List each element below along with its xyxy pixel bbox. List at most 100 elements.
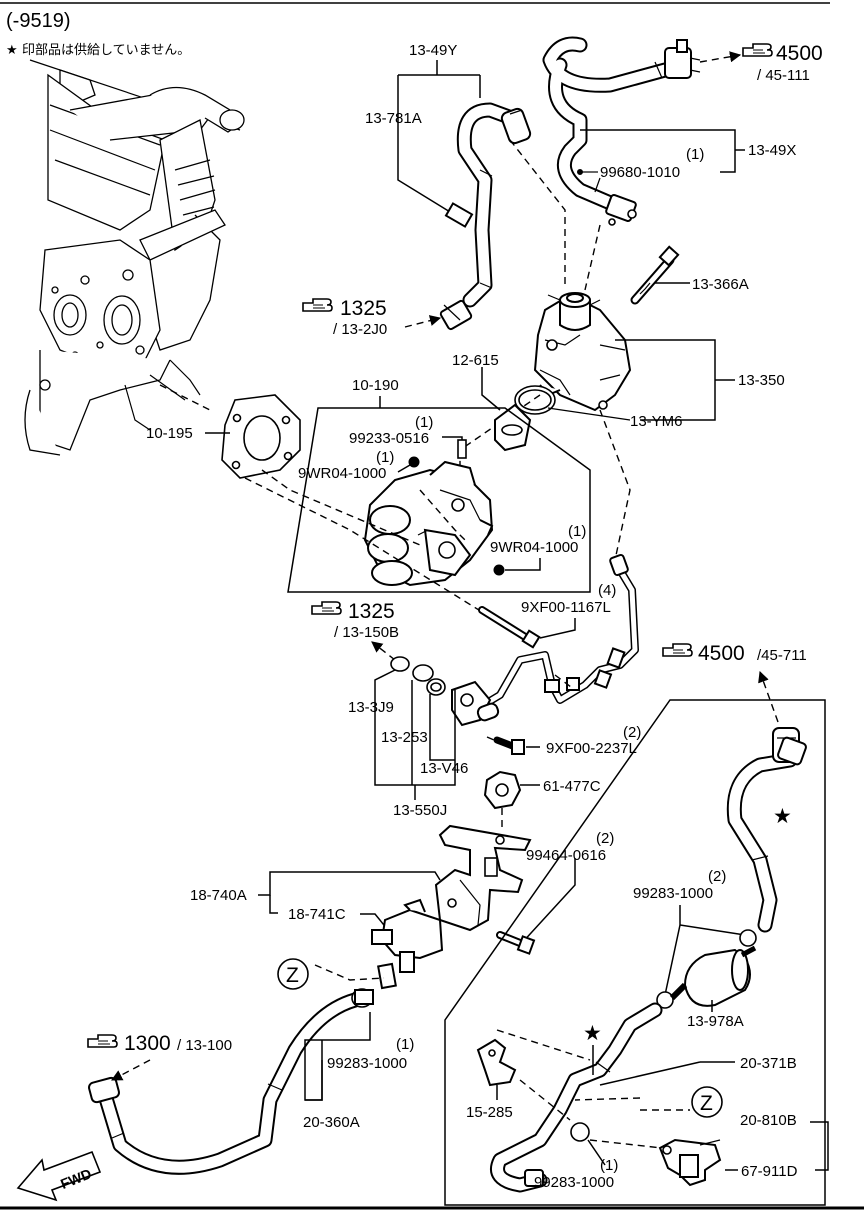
label-18-741C: 18-741C [288,906,346,923]
ref-4500-top-sub: / 45-111 [757,67,810,84]
qty-9WR04-b: (1) [568,523,586,540]
label-99680-1010: 99680-1010 [600,164,680,181]
bracket-18-740A [434,824,532,932]
fuel-filter-13-978A [669,945,757,1007]
note-star: ★ [6,43,18,58]
bolt-9XF00-2237L [493,736,525,755]
distributor-housing [363,460,494,587]
qty-99283-left: (1) [396,1036,414,1053]
qty-9WR04-a: (1) [376,449,394,466]
hose-20-360A [88,988,374,1175]
label-10-190: 10-190 [352,377,399,394]
qty-9XF00-2237L: (2) [623,724,641,741]
z-callout-right: Z [574,1086,723,1118]
ref-4500-right-sub: /45-711 [757,647,807,664]
ref-4500-right-num: 4500 [698,642,745,665]
ref-1325-top: 1325 / 13-2J0 [302,297,442,338]
circle-letter-icon [277,958,309,990]
star-a: ★ [773,805,792,828]
qty-99233: (1) [415,414,433,431]
pointing-hand-icon [742,43,773,57]
pointing-hand-icon [302,298,333,312]
hose-13-49Y [439,102,532,331]
label-13-49X: 13-49X [748,142,796,159]
pointing-hand-icon [662,643,693,657]
hose-lower-panel [490,1002,663,1193]
label-13-781A: 13-781A [365,110,422,127]
label-99233-0516: 99233-0516 [349,430,429,447]
qty-99283-bottom: (1) [600,1157,618,1174]
label-9XF00-2237L: 9XF00-2237L [546,740,637,757]
hose-upper-right [726,727,807,933]
label-13-253: 13-253 [381,729,428,746]
ref-1325-top-sub: / 13-2J0 [333,321,387,338]
solenoid-18-741C [371,898,444,990]
ref-1325-mid-sub: / 13-150B [334,624,399,641]
label-20-810B: 20-810B [740,1112,797,1129]
label-67-911D: 67-911D [741,1163,798,1180]
label-99283-1000-top: 99283-1000 [633,885,713,902]
label-10-195: 10-195 [146,425,193,442]
label-13-49Y: 13-49Y [409,42,457,59]
label-20-371B: 20-371B [740,1055,797,1072]
label-9XF00-1167L: 9XF00-1167L [521,599,611,616]
svg-text:Z: Z [286,964,299,987]
qty-99283-top: (2) [708,868,726,885]
star-b: ★ [583,1022,602,1045]
qty-99464: (2) [596,830,614,847]
forward-arrow-icon: FWD [16,1150,102,1202]
label-99283-1000-left: 99283-1000 [327,1055,407,1072]
label-13-V46: 13-V46 [420,760,468,777]
washer-13-3J9 [390,656,410,672]
label-13-YM6: 13-YM6 [630,413,683,430]
ref-1300: 1300 / 13-100 [87,1032,232,1081]
label-13-366A: 13-366A [692,276,749,293]
label-13-350: 13-350 [738,372,785,389]
label-13-550J: 13-550J [393,802,447,819]
label-20-360A: 20-360A [303,1114,360,1131]
note-text: 印部品は供給していません。 [22,43,190,58]
o-ring-13-253 [412,664,434,682]
ref-4500-top-num: 4500 [776,42,823,65]
ref-1325-mid-num: 1325 [348,600,395,623]
fuel-pipe [451,553,639,727]
label-9WR04-1000-a: 9WR04-1000 [298,465,386,482]
qty-9XF00-1167L: (4) [598,582,616,599]
pump-13-350 [533,292,632,412]
label-18-740A: 18-740A [190,887,247,904]
hose-13-49X [542,36,701,226]
pointing-hand-icon [311,601,342,615]
label-13-978A: 13-978A [687,1013,744,1030]
label-12-615: 12-615 [452,352,499,369]
clip-61-477C [483,770,522,810]
label-13-3J9: 13-3J9 [348,699,394,716]
svg-text:Z: Z [700,1092,713,1115]
label-9WR04-1000-b: 9WR04-1000 [490,539,578,556]
clip-15-285 [476,1038,517,1087]
bolt-9XF00-1167L [478,606,541,649]
gasket [221,394,301,479]
connector-67-911D [658,1138,722,1187]
label-99464-0616: 99464-0616 [526,847,606,864]
pointing-hand-icon [87,1034,118,1048]
label-15-285: 15-285 [466,1104,513,1121]
ref-1300-num: 1300 [124,1032,171,1055]
clamp-bottom [656,991,674,1009]
clamp-lower [570,1122,590,1142]
ref-1325-top-num: 1325 [340,297,387,320]
kit-box-20-371B [444,699,826,1206]
kit-box-10-190 [287,407,591,593]
qty-99680: (1) [686,146,704,163]
coupling-12-615 [494,403,532,452]
ref-4500-top: 4500 / 45-111 [699,42,823,84]
ref-1325-mid: 1325 / 13-150B [311,600,399,661]
engine-block [24,59,245,456]
model-range: (-9519) [6,10,70,32]
z-callout-left: Z [277,958,385,990]
ref-4500-right: 4500 /45-711 [662,642,807,723]
clamp-top [739,929,757,947]
bolt-99464-0616 [496,931,536,955]
label-99283-1000-bottom: 99283-1000 [534,1174,614,1191]
bolt-13-366A [630,245,680,305]
